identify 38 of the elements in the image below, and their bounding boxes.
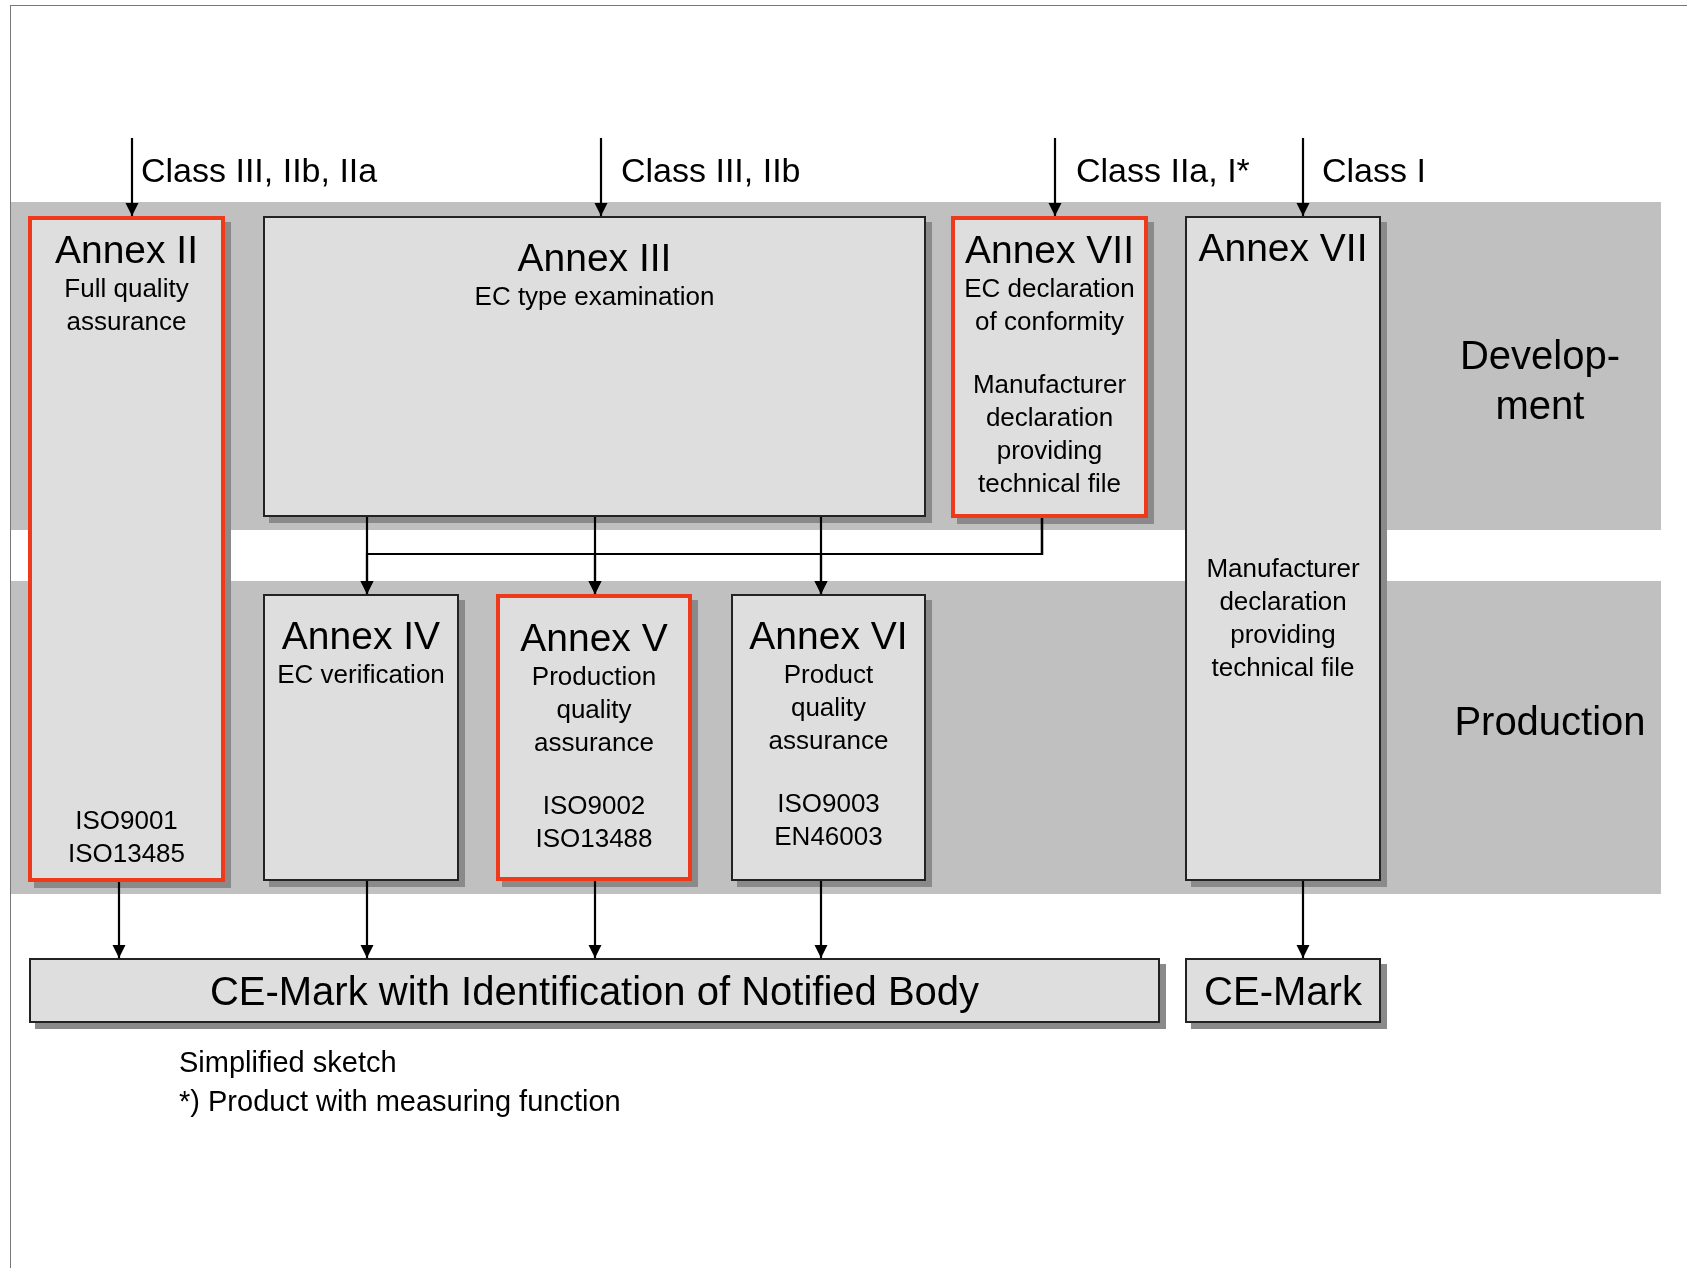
- box-heading: CE-Mark: [1204, 967, 1362, 1015]
- box-heading: Annex II: [54, 228, 199, 272]
- band-label: Develop- ment: [1458, 332, 1622, 429]
- box-text: EC verification: [277, 658, 445, 691]
- arrow: [112, 882, 126, 958]
- box-heading: Annex III: [517, 236, 672, 280]
- arrow: [594, 138, 608, 216]
- arrow: [814, 518, 1044, 594]
- box-heading: Annex VI: [749, 614, 908, 658]
- edge-label: Class IIa, I*: [1076, 150, 1250, 190]
- arrow: [125, 138, 139, 216]
- box-heading: Annex V: [520, 616, 668, 660]
- arrow: [814, 881, 828, 958]
- edge-label: Class III, IIb, IIa: [141, 150, 378, 190]
- arrow: [588, 881, 602, 958]
- box-text: Product quality assurance: [767, 658, 890, 757]
- arrow: [1048, 138, 1062, 216]
- box-heading: Annex VII: [1198, 226, 1368, 270]
- box-text: EC type examination: [474, 280, 715, 313]
- arrow: [360, 881, 374, 958]
- box-text: Full quality assurance: [63, 272, 190, 338]
- box-text: Manufacturer declaration providing technical file: [971, 368, 1128, 500]
- box-text: ISO9001 ISO13485: [66, 804, 187, 870]
- box-text: ISO9003 EN46003: [773, 787, 884, 853]
- edge-label: Class III, IIb: [621, 150, 801, 190]
- note-text: *) Product with measuring function: [179, 1084, 621, 1119]
- arrow: [1296, 881, 1310, 958]
- arrow: [1296, 138, 1310, 216]
- note-text: Simplified sketch: [179, 1045, 397, 1080]
- box-heading: Annex IV: [281, 614, 441, 658]
- box-text: EC declaration of conformity: [963, 272, 1136, 338]
- box-heading: Annex VII: [964, 228, 1135, 272]
- box-heading: CE-Mark with Identification of Notified Body: [209, 967, 980, 1015]
- box-text: ISO9002 ISO13488: [534, 789, 654, 855]
- band-label: Production: [1453, 698, 1647, 745]
- box-text: Production quality assurance: [530, 660, 658, 759]
- edge-label: Class I: [1322, 150, 1426, 190]
- box-text: Manufacturer declaration providing technical file: [1205, 552, 1361, 684]
